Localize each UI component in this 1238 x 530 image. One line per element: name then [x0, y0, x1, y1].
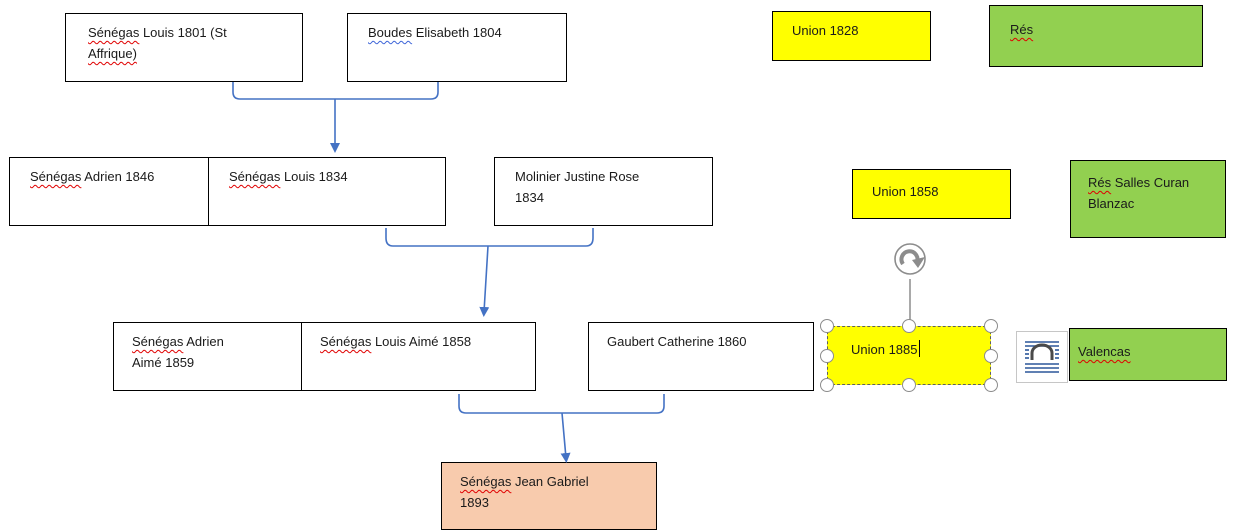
connector-gen1 [232, 82, 439, 148]
union-box-1885[interactable]: Union 1885 [827, 326, 991, 385]
residence-box-3[interactable]: Valencas [1069, 328, 1227, 381]
residence-label-1: Rés [1010, 22, 1034, 37]
person-box-adrien-aime-1859[interactable]: Sénégas Adrien Aimé 1859 [113, 322, 302, 391]
person-box-catherine-1860[interactable]: Gaubert Catherine 1860 [588, 322, 814, 391]
residence-box-2[interactable]: Rés Salles Curan Blanzac [1070, 160, 1226, 238]
given-louis-1834: Louis 1834 [280, 169, 348, 184]
residence-line2-2: Blanzac [1088, 196, 1135, 211]
year-jean-gabriel-1893: 1893 [460, 495, 489, 510]
person-box-elisabeth-1804[interactable]: Boudes Elisabeth 1804 [347, 13, 567, 82]
resize-handle-top-right[interactable] [984, 319, 998, 333]
resize-handle-top-middle[interactable] [902, 319, 916, 333]
layout-options-icon[interactable] [1016, 331, 1068, 383]
surname-jean-gabriel-1893: Sénégas [460, 474, 512, 489]
person-box-louis-1834[interactable]: Sénégas Louis 1834 [208, 157, 446, 226]
text-caret [918, 340, 920, 357]
given-elisabeth-1804: Elisabeth 1804 [412, 25, 502, 40]
surname-elisabeth-1804: Boudes [368, 25, 413, 40]
resize-handle-bottom-middle[interactable] [902, 378, 916, 392]
given-louis-1801: Louis 1801 (St [139, 25, 227, 40]
union-box-1858[interactable]: Union 1858 [852, 169, 1011, 219]
birthplace-louis-1801: Affrique) [88, 46, 137, 61]
connector-gen2 [385, 228, 594, 312]
person-box-louis-aime-1858[interactable]: Sénégas Louis Aimé 1858 [301, 322, 536, 391]
person-box-louis-1801[interactable]: Sénégas Louis 1801 (St Affrique) [65, 13, 303, 82]
residence-place-2: Salles Curan [1111, 175, 1190, 190]
union-box-1828[interactable]: Union 1828 [772, 11, 931, 61]
resize-handle-bottom-left[interactable] [820, 378, 834, 392]
surname-louis-1801: Sénégas [88, 25, 140, 40]
given-louis-aime-1858: Louis Aimé 1858 [371, 334, 472, 349]
surname-adrien-aime-1859: Sénégas [132, 334, 184, 349]
name-catherine-1860: Gaubert Catherine 1860 [607, 334, 747, 349]
given-adrien-1846: Adrien 1846 [81, 169, 155, 184]
resize-handle-bottom-right[interactable] [984, 378, 998, 392]
connector-gen3 [458, 394, 665, 458]
union-label-1885: Union 1885 [851, 342, 918, 357]
person-box-adrien-1846[interactable]: Sénégas Adrien 1846 [9, 157, 209, 226]
selection-frame [827, 326, 991, 385]
name-justine-1834: Molinier Justine Rose [515, 169, 640, 184]
union-label-1828: Union 1828 [792, 23, 859, 38]
person-box-jean-gabriel-1893[interactable]: Sénégas Jean Gabriel 1893 [441, 462, 657, 530]
residence-box-1[interactable]: Rés [989, 5, 1203, 67]
person-box-justine-1834[interactable]: Molinier Justine Rose 1834 [494, 157, 713, 226]
year-justine-1834: 1834 [515, 190, 544, 205]
line2-adrien-aime-1859: Aimé 1859 [132, 355, 195, 370]
layout-options-glyph [1025, 341, 1059, 373]
residence-word-2: Rés [1088, 175, 1112, 190]
surname-louis-1834: Sénégas [229, 169, 281, 184]
union-label-1858: Union 1858 [872, 184, 939, 199]
residence-label-3: Valencas [1078, 344, 1131, 359]
surname-louis-aime-1858: Sénégas [320, 334, 372, 349]
surname-adrien-1846: Sénégas [30, 169, 82, 184]
resize-handle-middle-right[interactable] [984, 349, 998, 363]
rotate-handle-icon[interactable] [894, 243, 926, 275]
resize-handle-top-left[interactable] [820, 319, 834, 333]
resize-handle-middle-left[interactable] [820, 349, 834, 363]
given-adrien-aime-1859: Adrien [183, 334, 224, 349]
given-jean-gabriel-1893: Jean Gabriel [511, 474, 589, 489]
